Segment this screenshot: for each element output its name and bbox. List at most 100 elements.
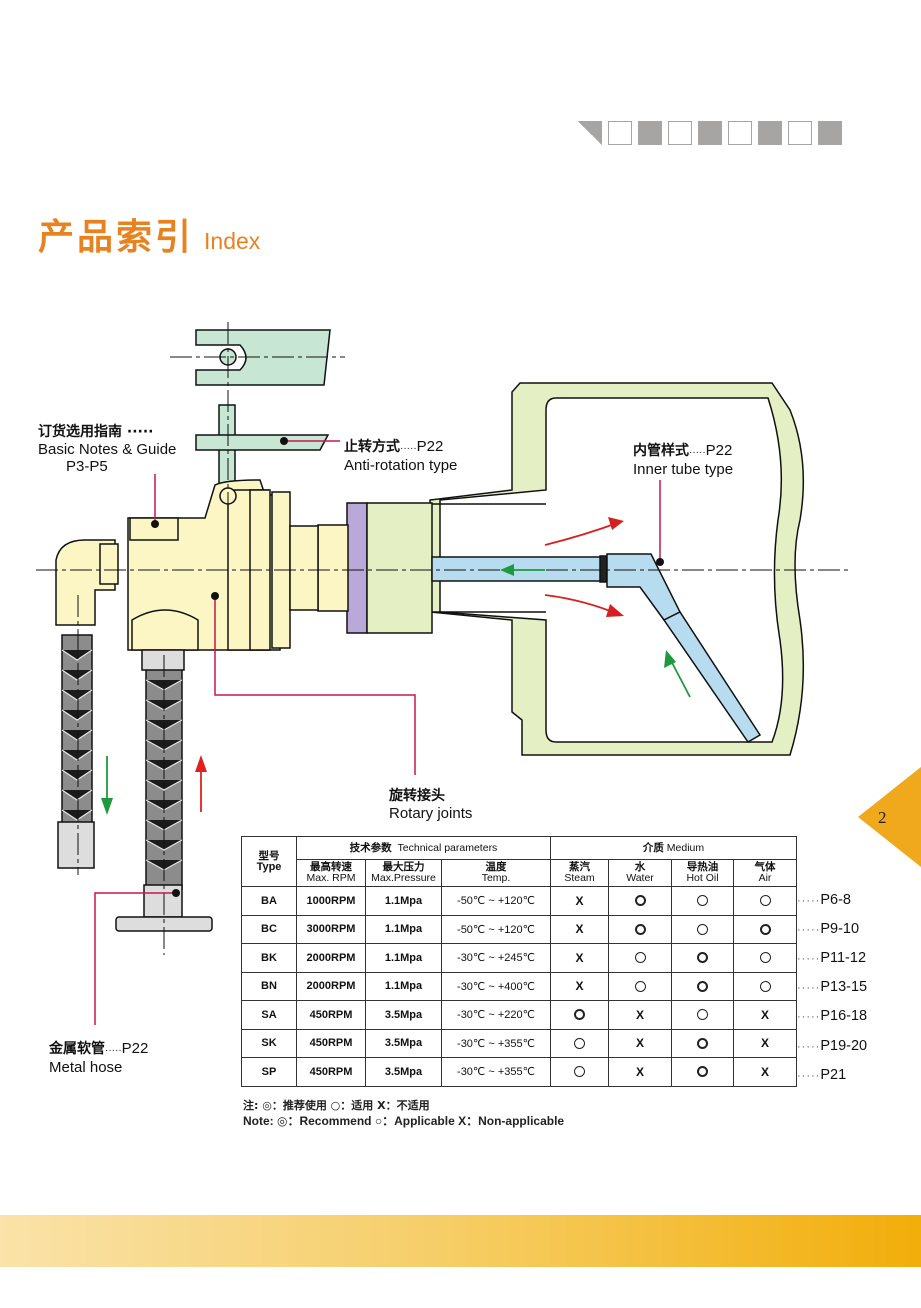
rpm-cell: 450RPM: [296, 1028, 366, 1058]
drum-flange: [346, 502, 368, 634]
drum-neck: [366, 502, 433, 634]
pressure-cell: 1.1Mpa: [365, 886, 442, 916]
steam-cell: X: [550, 914, 609, 944]
not-applicable-mark: X: [635, 1007, 644, 1022]
water-cell: X: [608, 1057, 672, 1087]
page-reference: ·····P21: [797, 1067, 846, 1083]
air-cell: [733, 914, 797, 944]
rpm-cell: 3000RPM: [296, 914, 366, 944]
type-cell: BN: [241, 971, 297, 1001]
hot-oil-cell: [671, 1028, 734, 1058]
recommend-mark: [697, 952, 708, 964]
applicable-mark: [574, 1037, 585, 1049]
water-cell: [608, 971, 672, 1001]
callout-metal-hose: 金属软管·····P22 Metal hose: [49, 1040, 148, 1076]
page-number: 2: [878, 808, 887, 827]
decoration-triangle: [578, 121, 602, 145]
applicable-mark: [697, 895, 708, 907]
water-cell: X: [608, 1000, 672, 1030]
inner-tube-leg: [662, 611, 762, 743]
applicable-mark: [697, 923, 708, 935]
water-cell: [608, 943, 672, 973]
callout-inner-tube-page: P22: [705, 442, 733, 459]
page-reference: ·····P13-15: [797, 979, 867, 995]
page-title-zh: 产品索引: [38, 217, 195, 258]
page-reference-label: P11-12: [820, 950, 867, 967]
steam-cell: [550, 1028, 609, 1058]
applicable-mark: [574, 1066, 585, 1078]
recommend-mark: [697, 980, 708, 992]
hot-oil-cell: [671, 971, 734, 1001]
callout-metal-hose-page: P22: [121, 1040, 149, 1057]
applicable-mark: [697, 1009, 708, 1021]
callout-guide-page: P3-P5: [66, 458, 108, 475]
type-cell: BA: [241, 886, 297, 916]
applicable-mark: [759, 980, 771, 992]
pressure-cell: 1.1Mpa: [365, 943, 442, 973]
steam-cell: X: [550, 971, 609, 1001]
hot-oil-cell: [671, 1000, 734, 1030]
temp-cell: -30℃ ~ +220℃: [441, 1000, 551, 1030]
decoration-square: [728, 121, 752, 145]
not-applicable-mark: X: [575, 893, 584, 908]
header-medium: 介质 Medium: [550, 836, 797, 860]
type-cell: BC: [241, 914, 297, 944]
callout-guide-en: Basic Notes & Guide: [38, 441, 177, 458]
decoration-square: [608, 121, 632, 145]
type-cell: SK: [241, 1028, 297, 1058]
callout-inner-tube-zh: 内管样式: [633, 443, 689, 459]
page-reference: ·····P9-10: [797, 921, 859, 937]
callout-anti-rotation: 止转方式·····P22 Anti-rotation type: [344, 438, 457, 474]
footer-band: [0, 1215, 921, 1267]
applicable-mark: [759, 895, 771, 907]
note-en: Note: ◎：Recommend ○：Applicable X：Non-app…: [243, 1114, 565, 1128]
pressure-cell: 3.5Mpa: [365, 1028, 442, 1058]
steam-cell: [550, 1057, 609, 1087]
air-cell: [733, 943, 797, 973]
callout-metal-hose-en: Metal hose: [49, 1059, 123, 1076]
temp-cell: -30℃ ~ +355℃: [441, 1057, 551, 1087]
not-applicable-mark: X: [760, 1007, 769, 1022]
hot-oil-cell: [671, 943, 734, 973]
applicable-mark: [759, 952, 771, 964]
temp-cell: -30℃ ~ +400℃: [441, 971, 551, 1001]
page-tab: [858, 767, 921, 867]
callout-rotary-joints-zh: 旋转接头: [389, 788, 445, 804]
decoration-square: [668, 121, 692, 145]
rpm-cell: 2000RPM: [296, 971, 366, 1001]
inner-tube: [431, 556, 605, 582]
callout-anti-rotation-zh: 止转方式: [344, 439, 400, 455]
type-cell: SA: [241, 1000, 297, 1030]
callout-rotary-joints-en: Rotary joints: [389, 805, 473, 822]
header-tech: 技术参数 Technical parameters: [296, 836, 551, 860]
callout-guide-zh: 订货选用指南 ·····: [38, 424, 154, 440]
not-applicable-mark: X: [575, 950, 584, 965]
rpm-cell: 2000RPM: [296, 943, 366, 973]
decoration-square: [818, 121, 842, 145]
decoration-square: [638, 121, 662, 145]
temp-cell: -30℃ ~ +355℃: [441, 1028, 551, 1058]
page-reference-label: P6-8: [820, 892, 851, 908]
pressure-cell: 1.1Mpa: [365, 914, 442, 944]
water-cell: X: [608, 1028, 672, 1058]
decoration-square: [758, 121, 782, 145]
temp-cell: -50℃ ~ +120℃: [441, 914, 551, 944]
callout-guide: 订货选用指南 ····· Basic Notes & Guide P3-P5: [38, 424, 176, 475]
recommend-mark: [574, 1009, 585, 1021]
not-applicable-mark: X: [635, 1064, 644, 1079]
steam-cell: [550, 1000, 609, 1030]
temp-cell: -30℃ ~ +245℃: [441, 943, 551, 973]
not-applicable-mark: X: [575, 922, 584, 937]
page-reference-label: P16-18: [820, 1008, 868, 1025]
